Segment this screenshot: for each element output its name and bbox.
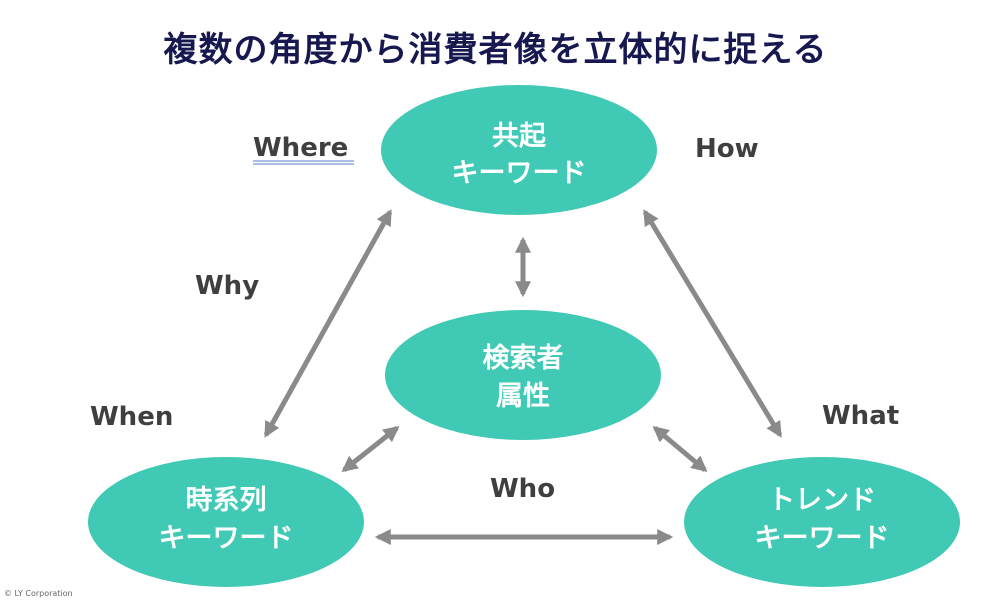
label-who: Who xyxy=(490,474,555,504)
node-searcher-line1: 検索者 xyxy=(483,343,564,374)
node-searcher-attribute: 検索者 属性 xyxy=(385,310,661,440)
copyright-notice: © LY Corporation xyxy=(4,589,73,598)
page-title: 複数の角度から消費者像を立体的に捉える xyxy=(163,30,828,70)
node-timeseries-keyword: 時系列 キーワード xyxy=(88,457,364,587)
node-trend-line1: トレンド xyxy=(768,485,876,516)
arrow-cooccurrence-trend xyxy=(642,209,783,438)
node-cooccurrence-line2: キーワード xyxy=(452,158,587,189)
node-trend-keyword: トレンド キーワード xyxy=(684,457,960,587)
node-timeseries-line2: キーワード xyxy=(159,523,294,554)
node-searcher-line2: 属性 xyxy=(496,381,550,412)
node-cooccurrence-line1: 共起 xyxy=(492,121,547,152)
arrow-searcher-timeseries xyxy=(341,426,400,472)
node-timeseries-line1: 時系列 xyxy=(186,485,267,516)
node-cooccurrence-keyword: 共起 キーワード xyxy=(381,85,657,215)
node-trend-line2: キーワード xyxy=(755,523,890,554)
label-why: Why xyxy=(195,271,259,301)
label-how: How xyxy=(695,134,759,164)
label-what: What xyxy=(822,401,899,431)
label-where: Where xyxy=(253,133,348,163)
arrow-searcher-trend xyxy=(652,425,708,473)
label-when: When xyxy=(90,402,173,432)
arrow-cooccurrence-timeseries xyxy=(263,209,393,438)
